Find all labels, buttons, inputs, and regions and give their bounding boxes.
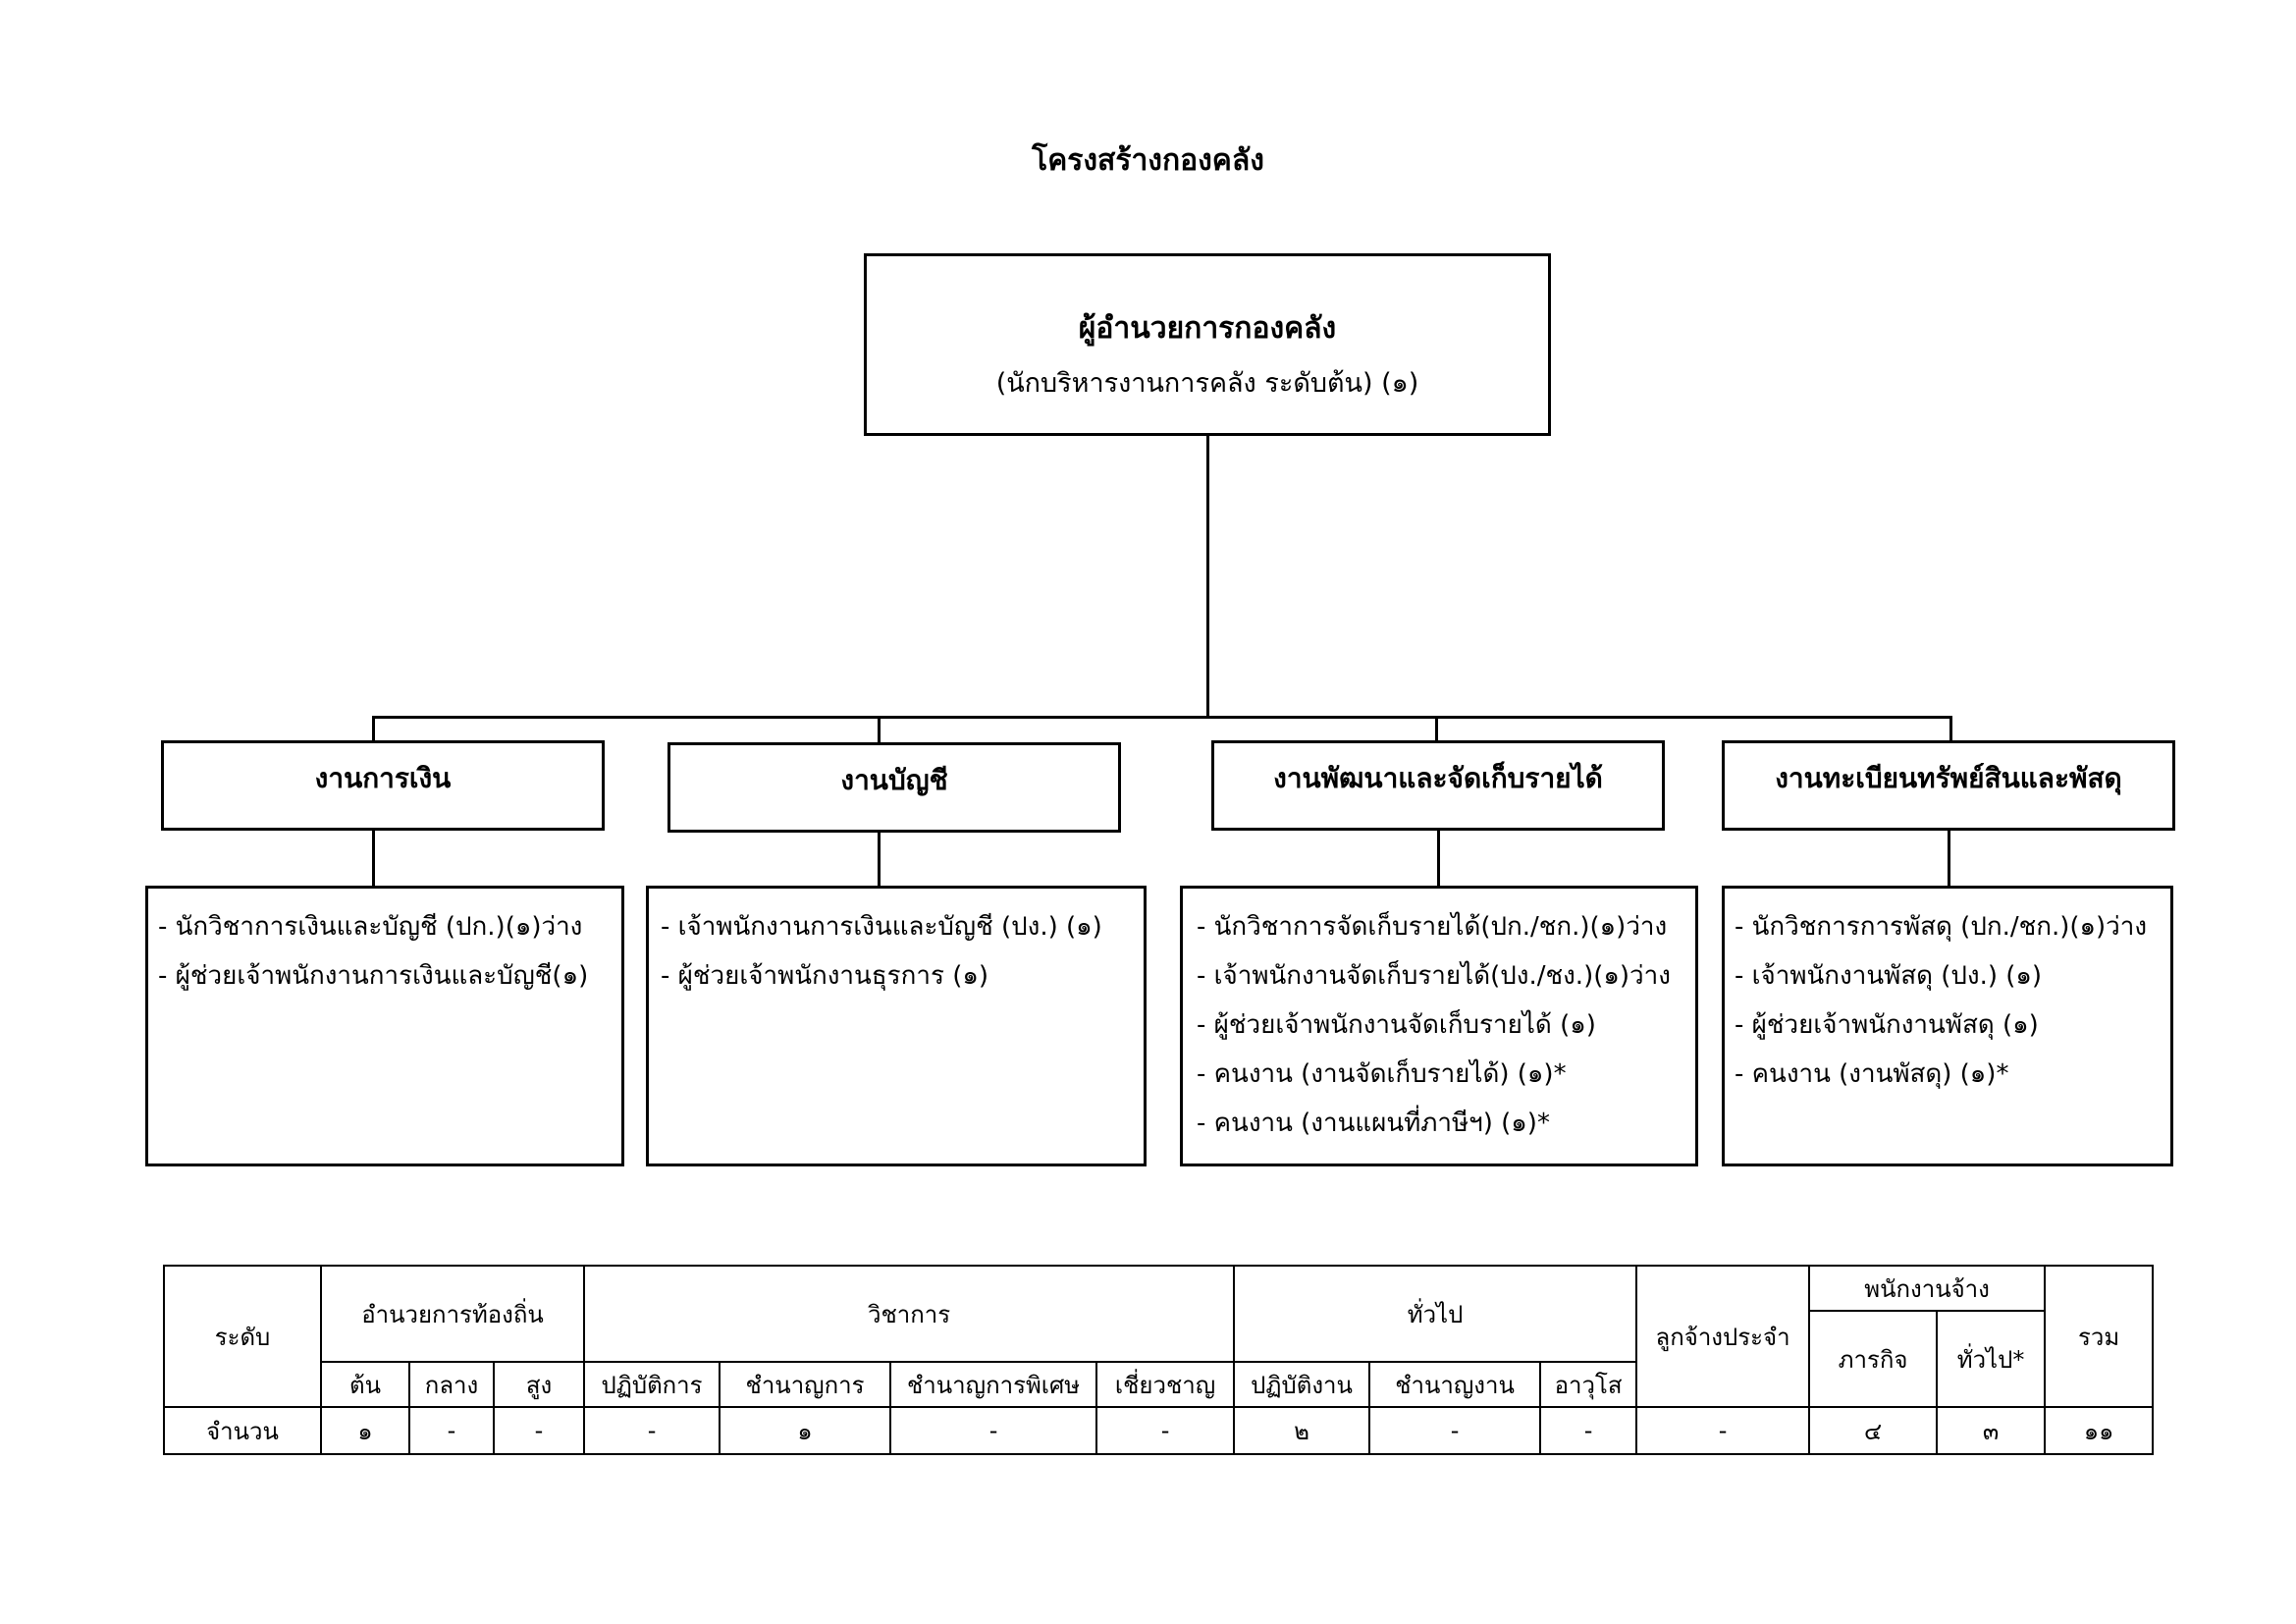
- staff-item: - นักวิชการการพัสดุ (ปก./ชก.)(๑)ว่าง: [1735, 912, 2148, 942]
- group-local-director: อำนวยการท้องถิ่น: [319, 1265, 586, 1363]
- staff-item: - ผู้ช่วยเจ้าพนักงานจัดเก็บรายได้ (๑): [1197, 1010, 1596, 1040]
- staff-item: - ผู้ช่วยเจ้าพนักงานพัสดุ (๑): [1735, 1010, 2039, 1040]
- connector-director-down: [1206, 436, 1209, 717]
- group-contract: พนักงานจ้าง: [1808, 1265, 2047, 1312]
- connector-section-1-up: [372, 716, 375, 742]
- page-title: โครงสร้างกองคลัง: [1032, 143, 1264, 178]
- sub-general-3: อาวุโส: [1539, 1361, 1638, 1408]
- table-cell: -: [408, 1406, 495, 1455]
- table-cell: -: [889, 1406, 1098, 1455]
- staff-box-accounting: - เจ้าพนักงานการเงินและบัญชี (ปง.) (๑) -…: [646, 886, 1147, 1166]
- staff-item: - นักวิชาการจัดเก็บรายได้(ปก./ชก.)(๑)ว่า…: [1197, 912, 1668, 942]
- connector-section-2-down: [878, 833, 881, 888]
- section-accounting-label: งานบัญชี: [840, 764, 948, 796]
- staff-item: - เจ้าพนักงานพัสดุ (ปง.) (๑): [1735, 961, 2043, 991]
- staff-item: - คนงาน (งานพัสดุ) (๑)*: [1735, 1059, 2009, 1089]
- connector-section-2-up: [878, 716, 881, 742]
- section-assets-label: งานทะเบียนทรัพย์สินและพัสดุ: [1775, 762, 2122, 794]
- director-box: ผู้อำนวยการกองคลัง (นักบริหารงานการคลัง …: [864, 253, 1551, 436]
- staff-item: - คนงาน (งานจัดเก็บรายได้) (๑)*: [1197, 1059, 1567, 1089]
- table-cell: -: [1539, 1406, 1638, 1455]
- table-cell: -: [583, 1406, 721, 1455]
- sub-local-2: กลาง: [408, 1361, 495, 1408]
- group-permanent: ลูกจ้างประจำ: [1635, 1265, 1811, 1408]
- staff-item: - คนงาน (งานแผนที่ภาษีฯ) (๑)*: [1197, 1109, 1550, 1138]
- sub-general-1: ปฏิบัติงาน: [1233, 1361, 1371, 1408]
- connector-section-1-down: [372, 831, 375, 888]
- table-cell: -: [1368, 1406, 1542, 1455]
- table-cell: -: [1095, 1406, 1236, 1455]
- section-revenue-label: งานพัฒนาและจัดเก็บรายได้: [1273, 762, 1603, 794]
- table-cell: -: [1635, 1406, 1811, 1455]
- sub-local-1: ต้น: [320, 1361, 410, 1408]
- sub-academic-4: เชี่ยวชาญ: [1095, 1361, 1236, 1408]
- table-cell: ๑๑: [2044, 1406, 2155, 1455]
- group-general: ทั่วไป: [1233, 1265, 1638, 1363]
- connector-horizontal: [373, 716, 1951, 719]
- connector-section-4-up: [1949, 716, 1952, 742]
- staff-item: - เจ้าพนักงานการเงินและบัญชี (ปง.) (๑): [661, 912, 1102, 942]
- section-finance-label: งานการเงิน: [314, 762, 452, 794]
- sub-contract-general: ทั่วไป*: [1936, 1310, 2047, 1408]
- staff-item: - เจ้าพนักงานจัดเก็บรายได้(ปง./ชง.)(๑)ว่…: [1197, 961, 1671, 991]
- section-accounting: งานบัญชี: [667, 742, 1121, 833]
- section-finance: งานการเงิน: [161, 740, 605, 831]
- table-row: จำนวน ๑ - - - ๑ - - ๒ - - - ๔ ๓ ๑๑: [163, 1406, 2155, 1455]
- table-cell: ๔: [1808, 1406, 1939, 1455]
- table-cell: ๒: [1233, 1406, 1371, 1455]
- staff-item: - นักวิชาการเงินและบัญชี (ปก.)(๑)ว่าง: [158, 912, 583, 942]
- table-cell: ๑: [719, 1406, 892, 1455]
- sub-academic-1: ปฏิบัติการ: [583, 1361, 721, 1408]
- staff-box-finance: - นักวิชาการเงินและบัญชี (ปก.)(๑)ว่าง - …: [145, 886, 624, 1166]
- table-cell: ๓: [1936, 1406, 2047, 1455]
- director-title: ผู้อำนวยการกองคลัง: [1078, 311, 1337, 346]
- director-subtitle: (นักบริหารงานการคลัง ระดับต้น) (๑): [995, 368, 1419, 399]
- sub-local-3: สูง: [492, 1361, 586, 1408]
- connector-section-3-up: [1435, 716, 1438, 742]
- sub-general-2: ชำนาญงาน: [1368, 1361, 1542, 1408]
- sub-contract-mission: ภารกิจ: [1808, 1310, 1939, 1408]
- level-header: ระดับ: [163, 1265, 322, 1408]
- section-revenue: งานพัฒนาและจัดเก็บรายได้: [1211, 740, 1665, 831]
- connector-section-3-down: [1437, 831, 1440, 888]
- staff-box-assets: - นักวิชการการพัสดุ (ปก./ชก.)(๑)ว่าง - เ…: [1722, 886, 2173, 1166]
- staff-item: - ผู้ช่วยเจ้าพนักงานธุรการ (๑): [661, 961, 989, 991]
- staff-item: - ผู้ช่วยเจ้าพนักงานการเงินและบัญชี(๑): [158, 961, 589, 991]
- group-total: รวม: [2044, 1265, 2155, 1408]
- sub-academic-2: ชำนาญการ: [719, 1361, 892, 1408]
- table-cell: ๑: [320, 1406, 410, 1455]
- staff-box-revenue: - นักวิชาการจัดเก็บรายได้(ปก./ชก.)(๑)ว่า…: [1180, 886, 1698, 1166]
- row-label: จำนวน: [163, 1406, 322, 1455]
- connector-section-4-down: [1948, 831, 1950, 888]
- section-assets: งานทะเบียนทรัพย์สินและพัสดุ: [1722, 740, 2175, 831]
- sub-academic-3: ชำนาญการพิเศษ: [889, 1361, 1098, 1408]
- staffing-summary-table: ระดับ อำนวยการท้องถิ่น วิชาการ ทั่วไป ลู…: [163, 1265, 2155, 1455]
- group-academic: วิชาการ: [583, 1265, 1236, 1363]
- table-cell: -: [492, 1406, 586, 1455]
